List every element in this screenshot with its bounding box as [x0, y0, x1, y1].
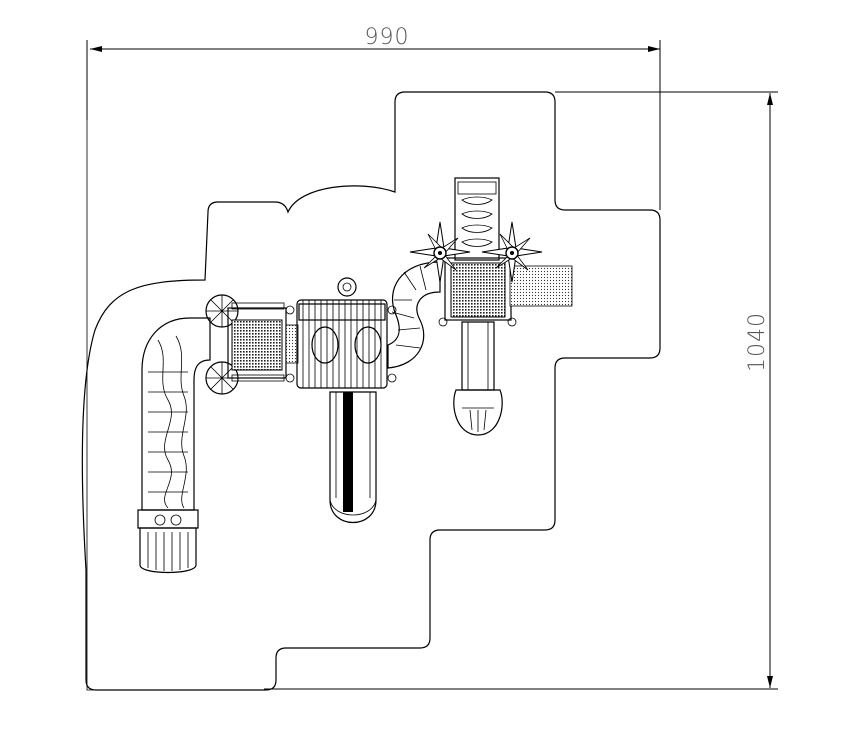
- central-tower: [285, 277, 397, 389]
- star-ornament-left: [409, 221, 471, 283]
- straight-slide-middle: [329, 391, 377, 523]
- straight-slide-right: [453, 321, 503, 436]
- width-dimension-label: 990: [365, 25, 410, 50]
- width-dimension: 990: [86, 25, 661, 210]
- outer-boundary: [86, 50, 661, 691]
- safety-zone-outline: [81, 91, 661, 691]
- star-ornament-right: [481, 221, 543, 283]
- tube-slide-left: [137, 317, 211, 574]
- right-tower: [438, 177, 573, 327]
- curved-tube-connector: [387, 261, 441, 369]
- height-dimension-label: 1040: [745, 312, 770, 372]
- left-tower: [205, 294, 299, 395]
- height-dimension: 1040: [264, 91, 778, 690]
